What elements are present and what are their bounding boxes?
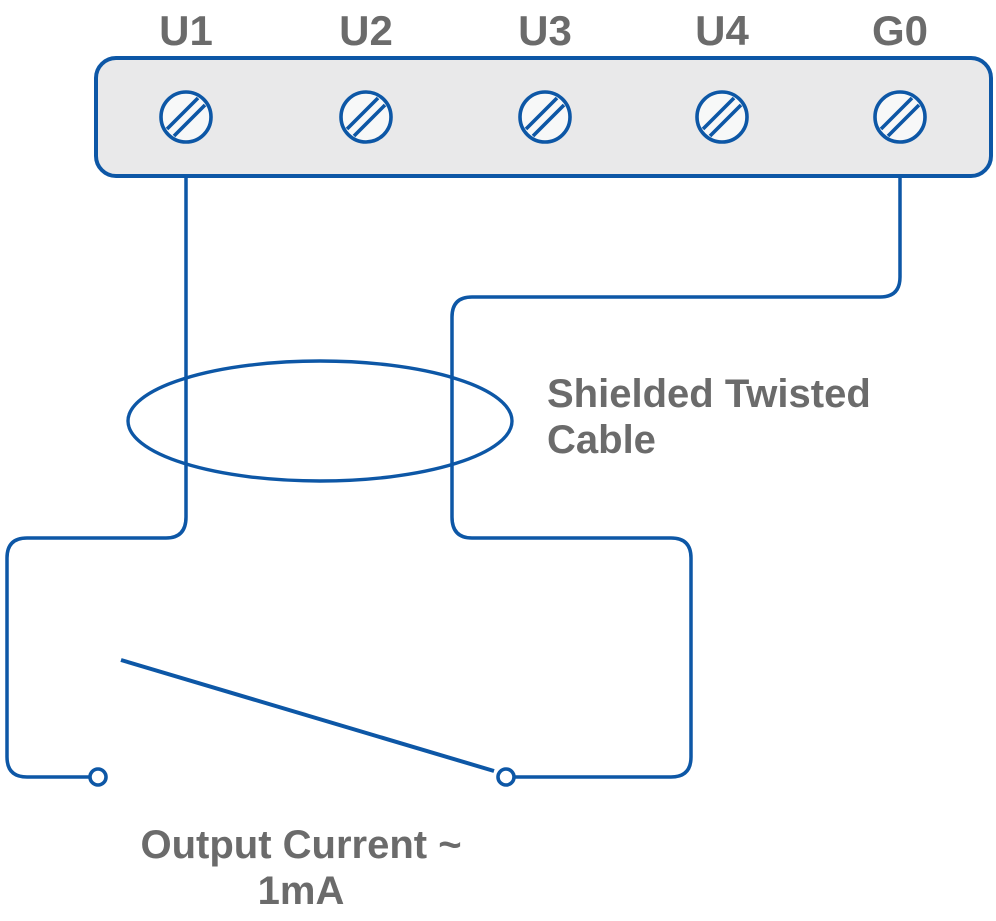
output-current-label-line2: 1mA	[258, 869, 345, 913]
cable-label-line2: Cable	[547, 418, 656, 462]
terminal-label-u4: U4	[695, 7, 749, 54]
wire-g0	[450, 176, 902, 779]
terminal-screw-u1-icon	[159, 90, 213, 144]
terminal-label-g0: G0	[872, 7, 928, 54]
terminal-screw-u3-icon	[518, 90, 572, 144]
output-current-label-line1: Output Current ~	[140, 823, 461, 867]
terminal-label-u3: U3	[518, 7, 572, 54]
terminal-screw-u4-icon	[695, 90, 749, 144]
switch-contact-right-icon	[496, 767, 516, 787]
wire-u1	[5, 176, 188, 779]
cable-label-line1: Shielded Twisted	[547, 372, 871, 416]
switch-blade-icon	[120, 658, 495, 773]
terminal-screw-g0-icon	[873, 90, 927, 144]
terminal-label-u2: U2	[339, 7, 393, 54]
terminal-screw-u2-icon	[339, 90, 393, 144]
terminal-label-u1: U1	[159, 7, 213, 54]
switch-contact-left-icon	[88, 767, 108, 787]
cable-shield-ellipse-icon	[126, 359, 514, 483]
